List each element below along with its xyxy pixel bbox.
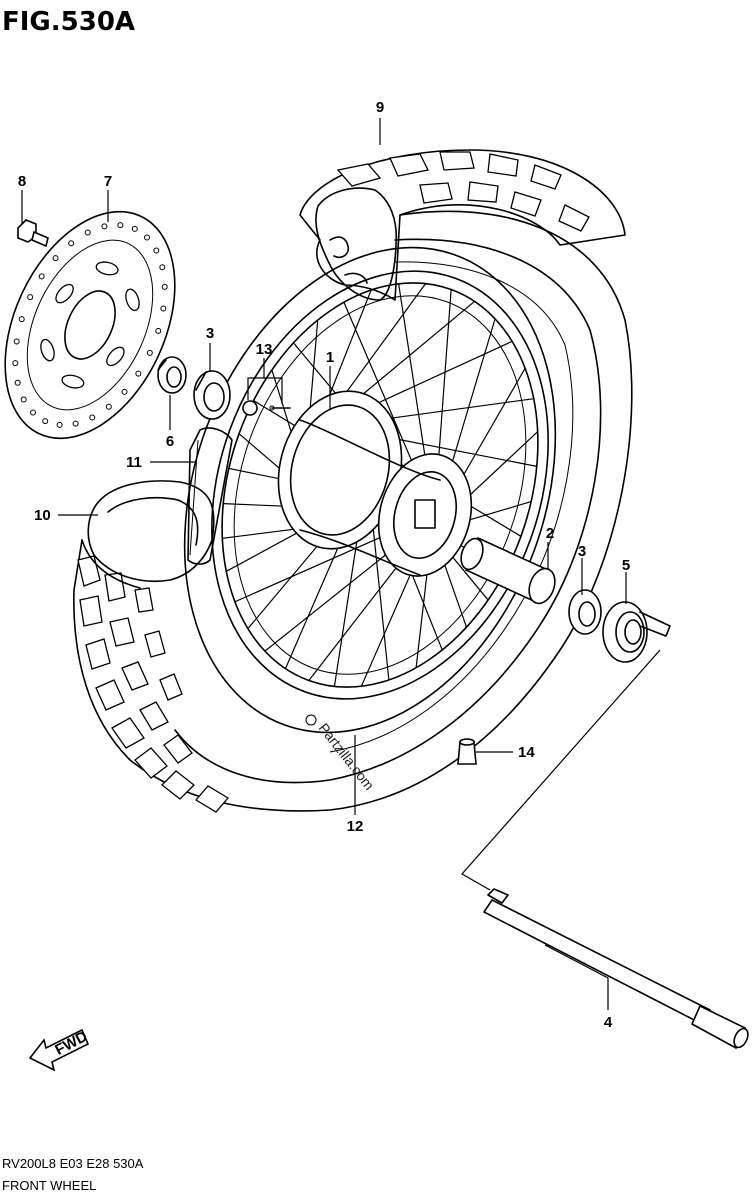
spoke [234,527,403,603]
disc-slot [61,374,85,389]
disc-slot [95,261,119,276]
disc-hole [68,240,75,247]
callout-7: 7 [104,173,112,190]
model-code: RV200L8 E03 E28 530A [2,1156,144,1171]
callout-8: 8 [18,173,26,190]
disc-hole [159,264,166,271]
disc-hole [27,294,34,301]
callout-5: 5 [622,557,630,574]
disc-hole [38,273,45,280]
bearing-left-drawing [193,370,231,420]
brake-disc-drawing [4,210,176,440]
disc-hole [84,229,91,236]
disc-hole [56,421,63,428]
disc-hole [13,338,20,345]
disc-hole [89,414,96,421]
callout-3-left: 3 [206,325,214,342]
disc-hole [20,396,27,403]
disc-slot [125,288,140,312]
hub-drawing [277,390,473,577]
callout-2: 2 [546,525,554,542]
tire-section-drawing [299,149,626,301]
valve-cap-drawing [457,738,477,765]
callout-3-right: 3 [578,543,586,560]
disc-hole [153,247,160,254]
figure-caption: FRONT WHEEL [2,1178,96,1193]
disc-hole [121,388,128,395]
disc-hole [72,420,79,427]
callout-9: 9 [376,99,384,116]
leader-lines [21,118,661,1010]
callout-12: 12 [347,818,364,835]
disc-hole [18,316,25,323]
disc-hole [131,225,138,232]
callout-10: 10 [34,507,51,524]
disc-hole [42,418,49,425]
spoke [436,289,452,485]
figure-title: FIG.530A [2,7,135,37]
tire-drawing [73,210,633,813]
gearbox-drawing [602,601,671,663]
disc-hole [135,370,142,377]
axle-spacer-drawing [460,536,556,605]
callout-1: 1 [326,349,334,366]
disc-holes [12,222,168,428]
disc-hole [161,283,168,290]
spoke [343,302,421,481]
dust-seal-drawing [157,356,187,394]
axle-drawing [482,888,749,1050]
disc-hole [12,360,19,367]
callout-4: 4 [604,1014,613,1031]
spoke-set-drawing [242,400,291,416]
disc-hole [160,305,167,312]
disc-hole [146,349,153,356]
disc-bolt-drawing [17,219,49,248]
disc-hole [155,327,162,334]
disc-hole [117,222,124,229]
callout-6: 6 [166,433,174,450]
callout-11: 11 [126,454,142,471]
disc-hole [30,409,37,416]
fwd-label: FWD [52,1028,90,1059]
disc-hole [101,223,108,230]
callout-14: 14 [518,744,535,761]
disc-slot [40,338,55,362]
disc-hole [143,234,150,241]
spoke [264,537,407,652]
disc-hole [105,403,112,410]
disc-hole [52,255,59,262]
disc-slot [106,346,125,367]
fwd-arrow: FWD [28,1028,91,1072]
spoke [398,283,430,481]
disc-slot [55,283,74,304]
bearing-right-drawing [568,589,602,635]
disc-hole [14,379,21,386]
callout-13: 13 [256,341,273,358]
